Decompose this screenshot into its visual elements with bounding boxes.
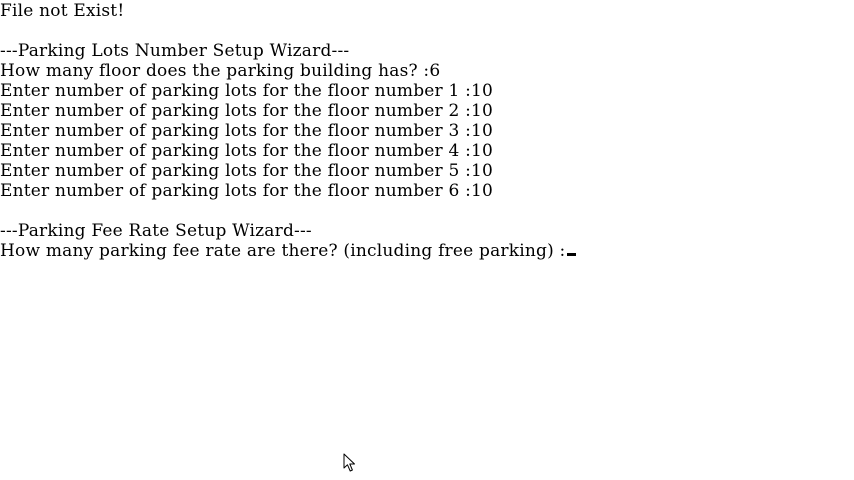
floor-6-lots-entry: Enter number of parking lots for the flo… — [0, 181, 494, 201]
floor-4-lots-entry: Enter number of parking lots for the flo… — [0, 141, 494, 161]
console-line-file-not-exist: File not Exist! — [0, 1, 125, 21]
text-cursor-icon — [566, 253, 576, 256]
fee-rate-prompt: How many parking fee rate are there? (in… — [0, 241, 566, 261]
floor-count-question: How many floor does the parking building… — [0, 61, 441, 81]
floor-1-lots-entry: Enter number of parking lots for the flo… — [0, 81, 494, 101]
floor-5-lots-entry: Enter number of parking lots for the flo… — [0, 161, 494, 181]
console-line-blank — [0, 21, 854, 41]
mouse-pointer-icon — [343, 453, 355, 472]
console-line-blank — [0, 201, 854, 221]
floor-3-lots-entry: Enter number of parking lots for the flo… — [0, 121, 494, 141]
fee-rate-prompt-line[interactable]: How many parking fee rate are there? (in… — [0, 241, 854, 261]
parking-lots-wizard-heading: ---Parking Lots Number Setup Wizard--- — [0, 41, 350, 61]
floor-2-lots-entry: Enter number of parking lots for the flo… — [0, 101, 494, 121]
fee-rate-wizard-heading: ---Parking Fee Rate Setup Wizard--- — [0, 221, 312, 241]
